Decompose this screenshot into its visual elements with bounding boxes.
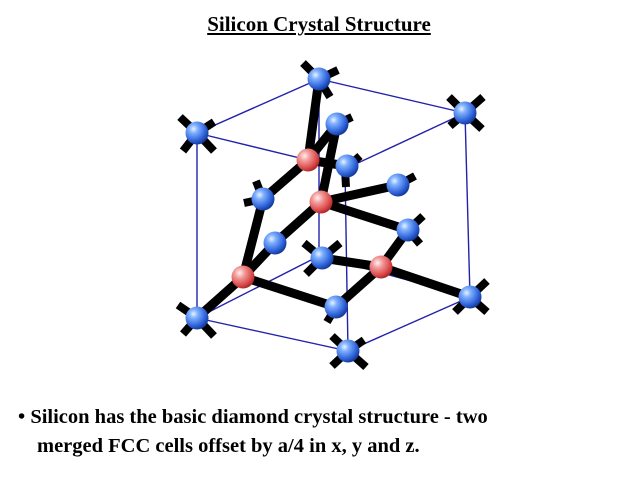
cube-edge <box>196 78 320 134</box>
bond-stubs <box>175 60 490 370</box>
bond <box>238 194 268 282</box>
bond <box>316 119 342 207</box>
cube-edge <box>196 317 349 352</box>
silicon-atom-blue <box>458 285 482 309</box>
silicon-atom-blue <box>386 173 410 197</box>
fcc-atoms <box>185 67 482 363</box>
silicon-atom-blue <box>336 339 360 363</box>
silicon-atom-blue <box>251 187 275 211</box>
bond <box>376 262 475 302</box>
bullet-text-line2: merged FCC cells offset by a/4 in x, y a… <box>37 435 420 457</box>
silicon-atom-red <box>296 148 320 172</box>
cube-edge <box>347 296 471 352</box>
silicon-atom-blue <box>263 231 287 255</box>
bond <box>303 74 324 165</box>
offset-atoms <box>231 148 393 289</box>
bond <box>238 272 341 312</box>
silicon-atom-red <box>369 255 393 279</box>
bond <box>316 197 413 235</box>
silicon-atom-blue <box>185 306 209 330</box>
cube-edge <box>318 78 466 114</box>
cube-edge <box>344 112 466 170</box>
silicon-atom-blue <box>335 154 359 178</box>
silicon-atom-blue <box>307 67 331 91</box>
bullet-text-line1: • Silicon has the basic diamond crystal … <box>18 404 488 431</box>
silicon-atom-red <box>231 265 255 289</box>
bullet-text: Silicon has the basic diamond crystal st… <box>30 406 488 428</box>
cube-edge <box>464 112 471 298</box>
silicon-atom-red <box>309 190 333 214</box>
bond <box>316 180 403 207</box>
silicon-atom-blue <box>325 112 349 136</box>
bullet-marker: • <box>18 406 26 428</box>
silicon-atom-blue <box>185 121 209 145</box>
silicon-atom-blue <box>324 295 348 319</box>
cube-edge <box>196 255 320 319</box>
silicon-atom-blue <box>453 101 477 125</box>
page-title: Silicon Crystal Structure <box>207 12 431 36</box>
silicon-atom-blue <box>396 218 420 242</box>
silicon-atom-blue <box>310 246 334 270</box>
